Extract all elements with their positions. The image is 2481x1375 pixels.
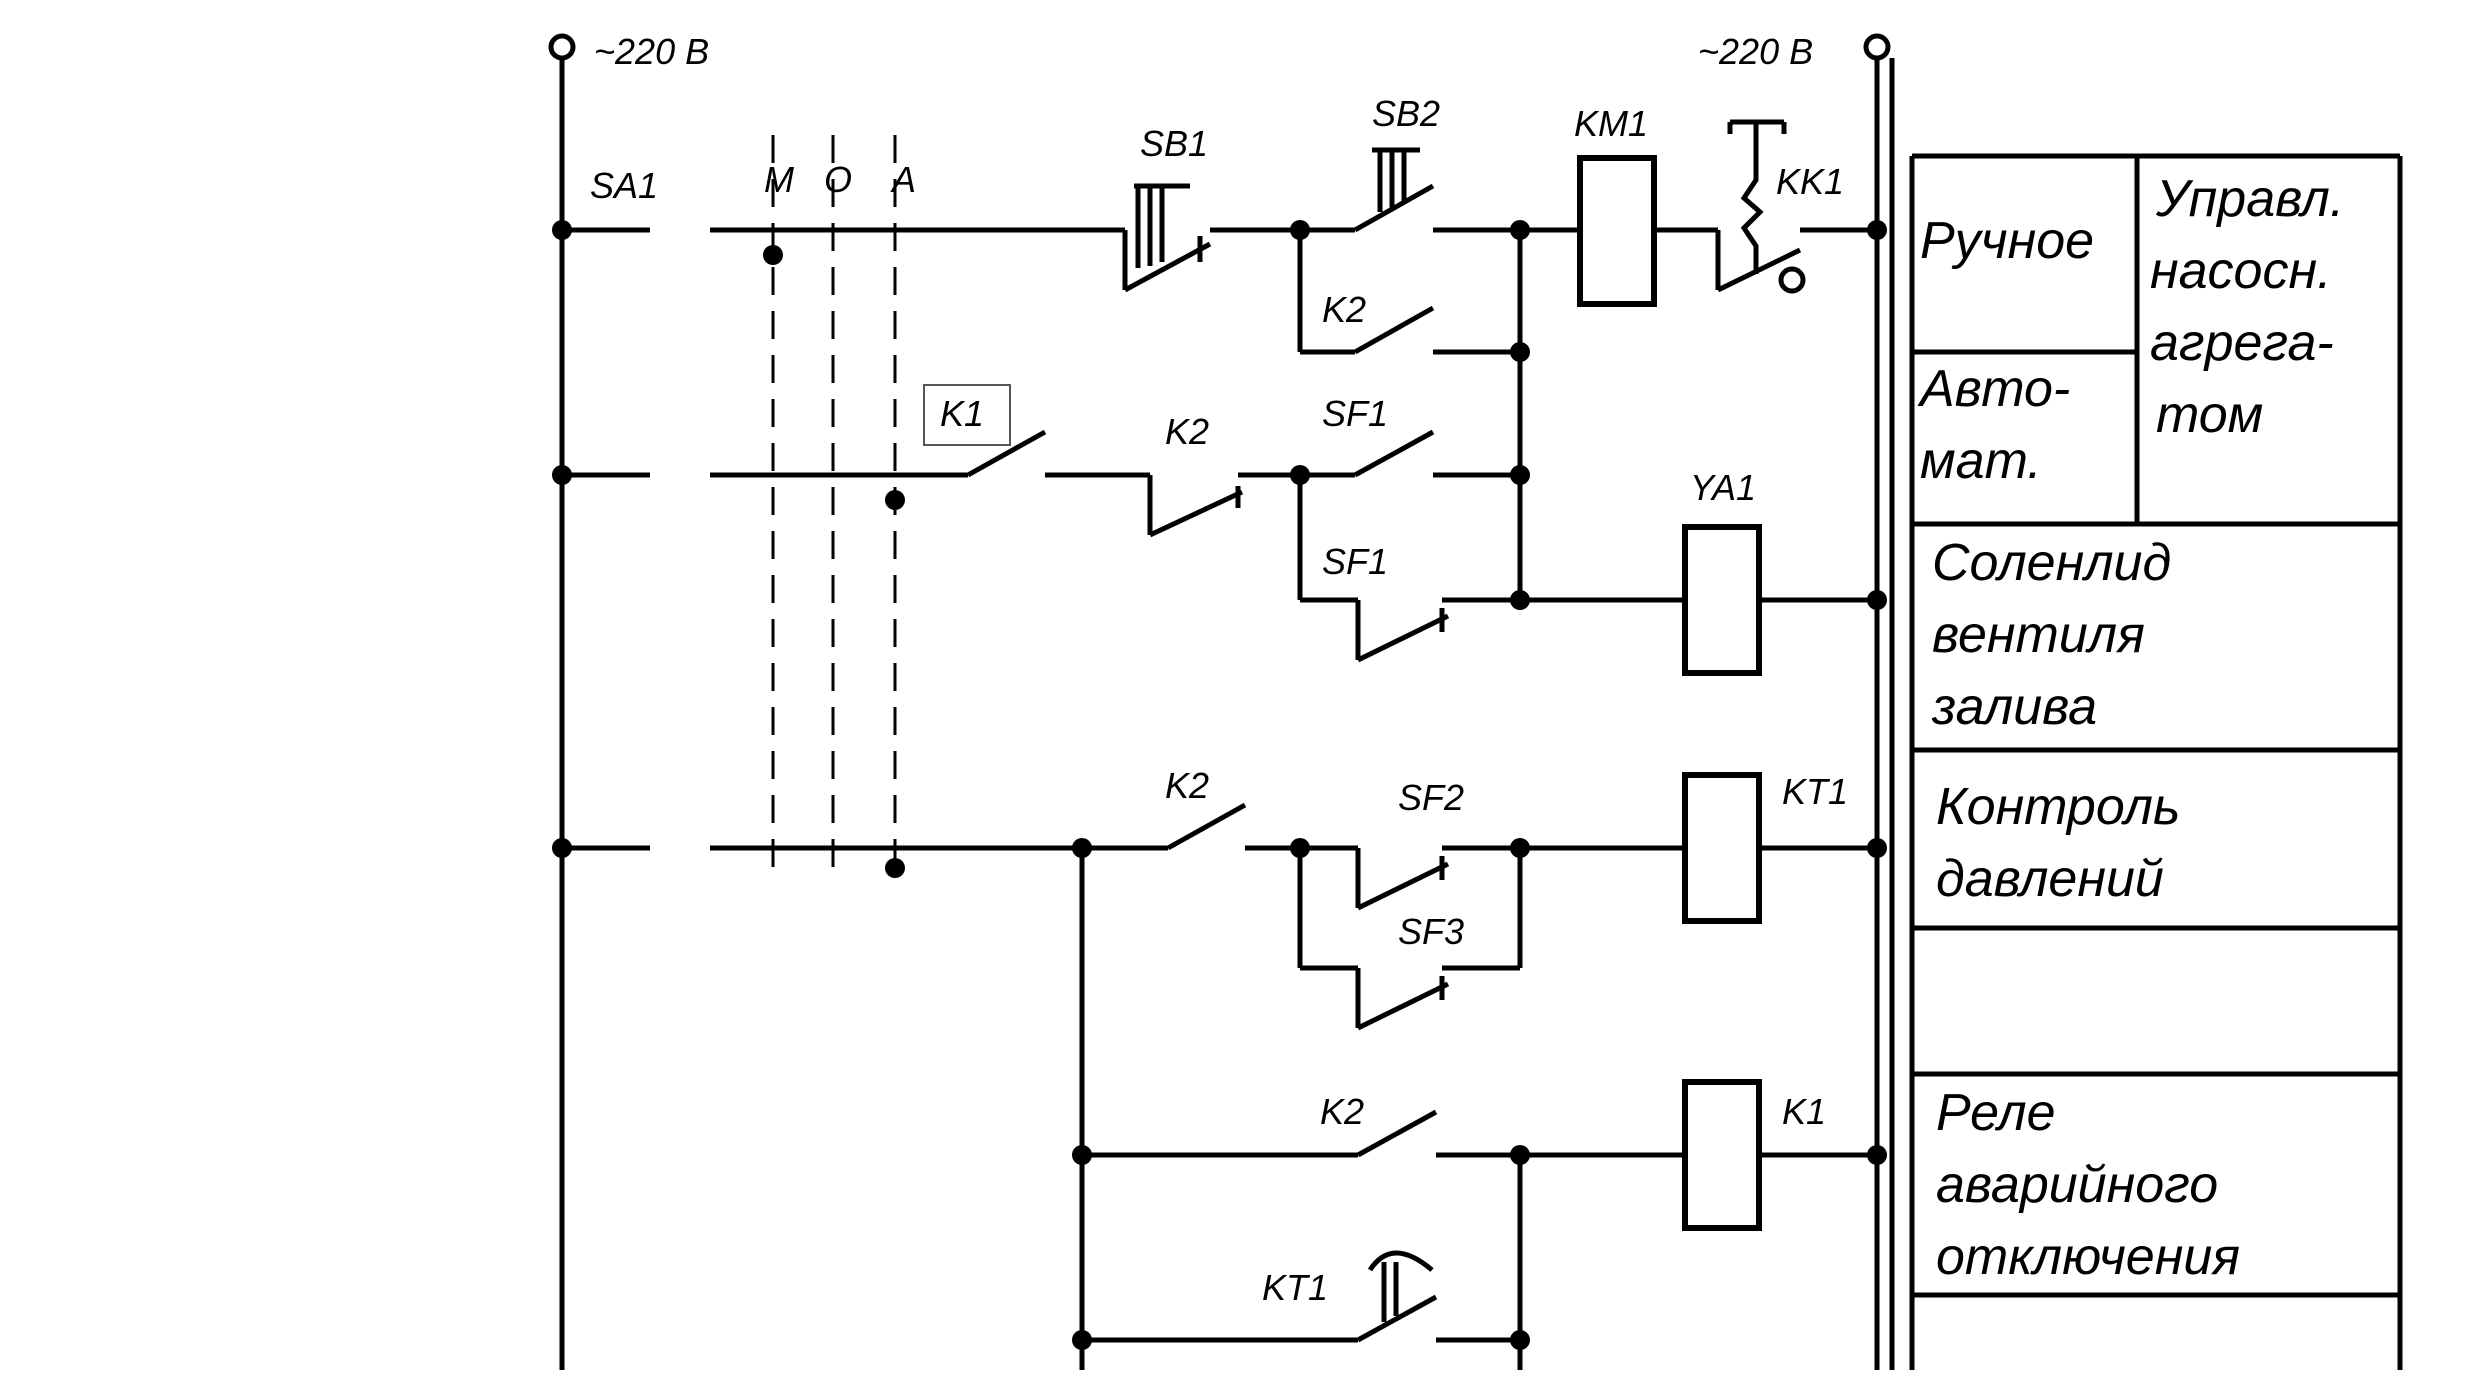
legend-manual: Ручное [1920, 212, 2094, 270]
k1-coil-label: K1 [1782, 1091, 1826, 1132]
legend-pump-4: том [2156, 386, 2263, 444]
sa1-position-o: О [824, 159, 852, 200]
k1-coil [1682, 1079, 1762, 1231]
kt1-contact-label: KT1 [1262, 1267, 1328, 1308]
row-manual-control [552, 119, 1887, 600]
sf1-nc-label: SF1 [1322, 541, 1388, 582]
row-timer-contact [1072, 1250, 1530, 1350]
sa1-position-a: А [890, 159, 916, 200]
sf2-label: SF2 [1398, 777, 1464, 818]
legend-pump-1: Управл. [2155, 170, 2344, 228]
legend-auto-1: Авто- [1917, 360, 2070, 418]
kt1-coil-label: KT1 [1782, 771, 1848, 812]
sa1-position-m: М [764, 159, 794, 200]
sf1-no-label: SF1 [1322, 393, 1388, 434]
kk1-label: KK1 [1776, 161, 1844, 202]
sa1-label: SA1 [590, 165, 658, 206]
k2-row4-label: K2 [1165, 765, 1209, 806]
left-supply-label: ~220 В [594, 31, 709, 72]
legend-auto-2: мат. [1920, 432, 2042, 490]
km1-label: KM1 [1574, 103, 1648, 144]
legend-table [1889, 58, 2403, 1370]
legend-solenoid-1: Соленлид [1932, 534, 2171, 592]
legend-solenoid-2: вентиля [1932, 606, 2145, 664]
ya1-coil [1682, 524, 1762, 676]
k2-row2-label: K2 [1165, 411, 1209, 452]
row-emergency-relay [1072, 1079, 1887, 1370]
legend-relay-1: Реле [1936, 1084, 2056, 1142]
legend-solenoid-3: залива [1931, 678, 2097, 736]
kt1-coil [1682, 772, 1762, 924]
k2-hold-label: K2 [1322, 289, 1366, 330]
sb1-label: SB1 [1140, 123, 1208, 164]
row-pressure-control [552, 772, 1887, 1370]
k1-contact-label: K1 [940, 393, 984, 434]
sb2-label: SB2 [1372, 93, 1440, 134]
legend-pump-3: агрега- [2150, 314, 2334, 372]
row-solenoid [1510, 524, 1887, 676]
legend-pressure-2: давлений [1936, 850, 2164, 908]
sf3-label: SF3 [1398, 911, 1464, 952]
left-supply-terminal [548, 33, 576, 61]
km1-coil [1577, 155, 1657, 307]
ya1-label: YA1 [1690, 467, 1756, 508]
legend-pump-2: насосн. [2150, 242, 2332, 300]
right-supply-terminal [1863, 33, 1891, 61]
sa1-selector-switch[interactable] [763, 135, 905, 878]
row-automatic [552, 429, 1530, 663]
k2-row6-label: K2 [1320, 1091, 1364, 1132]
k1-label-box [923, 384, 1011, 446]
legend-relay-3: отключения [1936, 1228, 2240, 1286]
right-supply-label: ~220 В [1698, 31, 1813, 72]
legend-relay-2: аварийного [1936, 1156, 2218, 1214]
legend-pressure-1: Контроль [1936, 778, 2180, 836]
